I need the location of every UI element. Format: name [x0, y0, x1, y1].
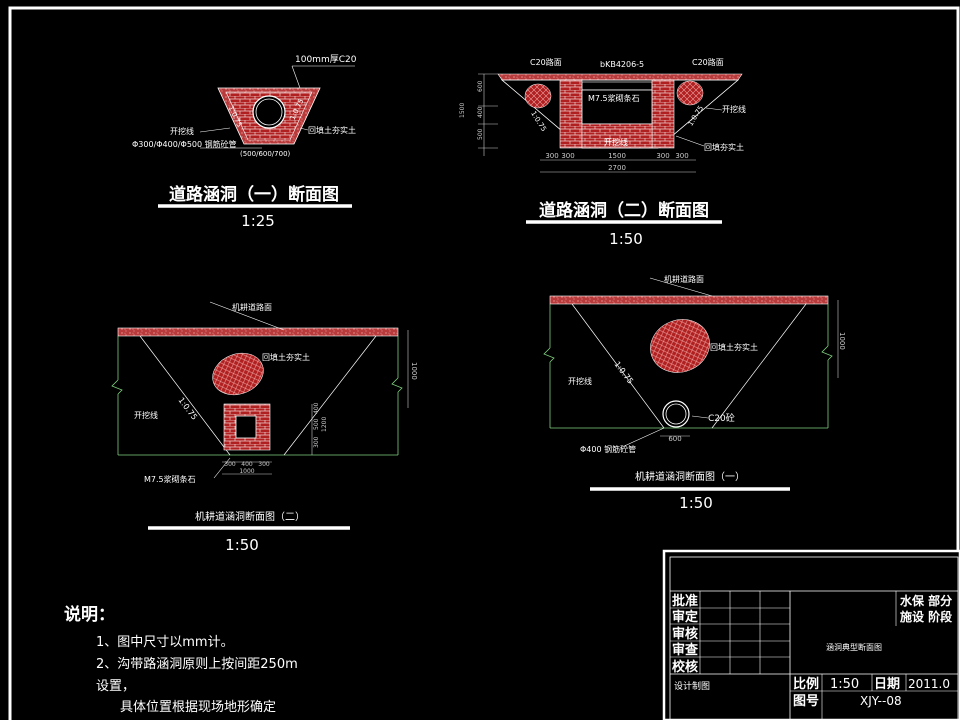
culvert2-wall-left [559, 79, 583, 149]
machine2-label-masonry: M7.5浆砌条石 [144, 474, 196, 484]
tb-scale-label: 比例 [793, 676, 819, 692]
machine1-label-c20: C20砼 [708, 412, 735, 424]
machine1-title: 机耕道涵洞断面图（一） [635, 470, 745, 483]
machine1-section: 机耕道路面 回填土夯实土 开挖线 1:0.75 C20砼 600 Φ400 钢筋… [543, 274, 846, 512]
drawing-frame [8, 6, 960, 720]
notes-heading: 说明： [64, 604, 115, 625]
machine2-label-excavation: 开挖线 [134, 410, 158, 420]
machine2-dim-stack-3: 300 [313, 436, 320, 448]
title-block: 批准 审定 审核 审查 校核 设计制图 涵洞典型断面图 水保 部分 施设 阶段 … [662, 549, 960, 720]
culvert1-label-excavation: 开挖线 [170, 126, 194, 136]
notes-line1: 1、图中尺寸以mm计。 [96, 635, 234, 650]
culvert2-dim-b1: 300 [545, 152, 558, 160]
machine2-label-road: 机耕道路面 [232, 302, 272, 312]
culvert2-dim-total-width: 2700 [608, 164, 626, 172]
culvert1-label-pipe-dims: (500/600/700) [240, 150, 291, 158]
machine1-backfill [650, 319, 710, 373]
notes-line3: 设置， [96, 679, 135, 694]
tb-org-line1: 水保 部分 [900, 593, 952, 608]
machine2-backfill [212, 352, 264, 396]
culvert2-label-excavation-right: 开挖线 [722, 104, 746, 114]
machine2-label-slope: 1:0.75 [176, 396, 199, 422]
machine1-pipe [662, 400, 690, 428]
culvert2-backfill-right [676, 80, 704, 106]
notes-line4: 具体位置根据现场地形确定 [120, 700, 276, 715]
tb-review: 审核 [672, 626, 698, 642]
machine2-title: 机耕道涵洞断面图（二） [195, 510, 305, 523]
machine1-label-road: 机耕道路面 [664, 274, 704, 284]
tb-org-line2: 施设 阶段 [900, 609, 953, 624]
machine1-label-backfill: 回填土夯实土 [710, 342, 758, 352]
culvert2-label-slab: bKB4206-5 [600, 60, 644, 69]
culvert2-scale: 1:50 [609, 230, 643, 248]
machine2-dim-stack-total: 1200 [321, 417, 328, 432]
culvert2-wall-right [651, 79, 675, 149]
culvert2-dim-b2: 300 [561, 152, 574, 160]
tb-approve: 批准 [672, 593, 698, 609]
machine1-dim-bottom: 600 [668, 435, 681, 443]
machine2-dim-right: 1000 [410, 362, 418, 380]
machine2-dim-stack-1: 400 [313, 402, 320, 414]
culvert2-label-excavation-bottom: 开挖线 [604, 137, 628, 147]
culvert2-dim-lower: 500 [477, 128, 484, 140]
machine2-dim-b1: 300 [224, 461, 236, 468]
culvert2-label-c20-left: C20路面 [530, 57, 562, 67]
culvert2-dim-b4: 300 [656, 152, 669, 160]
tb-verify: 审定 [672, 609, 698, 625]
culvert2-dim-total-height: 1500 [459, 103, 466, 118]
culvert2-title: 道路涵洞（二）断面图 [539, 200, 709, 221]
machine1-label-slope: 1:0.75 [612, 360, 635, 386]
culvert2-label-masonry: M7.5浆砌条石 [588, 93, 640, 103]
culvert1-label-pipe: Φ300/Φ400/Φ500 钢筋砼管 [132, 139, 237, 149]
machine1-road [549, 295, 829, 305]
machine2-scale: 1:50 [225, 536, 259, 554]
tb-scale-value: 1:50 [830, 677, 859, 692]
culvert2-dim-b5: 300 [675, 152, 688, 160]
tb-design: 设计制图 [674, 680, 710, 692]
tb-number-label: 图号 [793, 694, 819, 709]
machine1-scale: 1:50 [679, 494, 713, 512]
culvert2-dim-b3: 1500 [608, 152, 626, 160]
machine1-dim-right: 1000 [838, 332, 846, 350]
machine2-dim-b3: 300 [258, 461, 270, 468]
machine2-road [117, 327, 399, 337]
tb-drawing-name: 涵洞典型断面图 [826, 642, 882, 652]
machine2-dim-stack-2: 500 [313, 418, 320, 430]
machine2-section: 机耕道路面 回填土夯实土 开挖线 1:0.75 M7.5浆砌条石 1000 40… [111, 301, 418, 554]
culvert1-pipe [252, 95, 286, 129]
machine1-label-pipe: Φ400 钢筋砼管 [580, 444, 636, 454]
notes: 说明： 1、图中尺寸以mm计。 2、沟带路涵洞原则上按间距250m 设置， 具体… [64, 604, 298, 715]
tb-number-value: XJY--08 [860, 694, 902, 708]
culvert2-section: C20路面 bKB4206-5 C20路面 M7.5浆砌条石 开挖线 回填夯实土… [459, 57, 746, 248]
machine1-label-excavation: 开挖线 [568, 376, 592, 386]
culvert2-label-slope-right: 1:0.75 [686, 104, 705, 127]
culvert1-section: 100mm厚C20 1:0.75 1:0.75 开挖线 回填土夯实土 Φ300/… [132, 54, 357, 230]
culvert2-dim-upper: 600 [477, 80, 484, 92]
culvert2-label-c20-right: C20路面 [692, 57, 724, 67]
culvert1-title: 道路涵洞（一）断面图 [169, 184, 339, 205]
machine2-dim-bottom-total: 1000 [239, 468, 254, 475]
machine2-label-backfill: 回填土夯实土 [262, 352, 310, 362]
tb-check: 审查 [672, 642, 699, 658]
culvert2-label-backfill: 回填夯实土 [704, 142, 744, 152]
culvert1-label-backfill: 回填土夯实土 [308, 125, 356, 135]
culvert2-label-slope-left: 1:0.75 [529, 110, 548, 133]
tb-date-label: 日期 [874, 677, 900, 692]
culvert1-label-top: 100mm厚C20 [295, 54, 357, 65]
culvert2-backfill-left [524, 83, 552, 109]
tb-proof: 校核 [672, 659, 698, 675]
culvert2-dim-mid: 400 [477, 106, 484, 118]
machine2-dim-b2: 400 [241, 461, 253, 468]
notes-line2: 2、沟带路涵洞原则上按间距250m [96, 656, 298, 672]
culvert1-scale: 1:25 [241, 212, 275, 230]
tb-date-value: 2011.0 [908, 677, 950, 691]
